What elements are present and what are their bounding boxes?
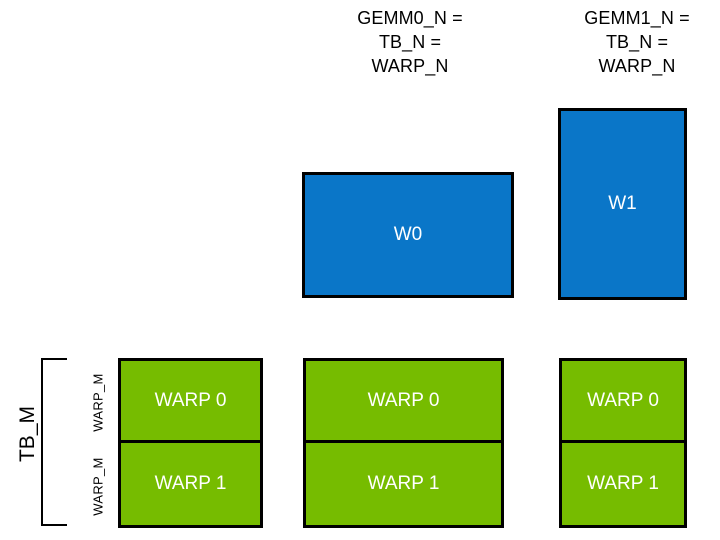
- green-column-0[interactable]: WARP 0 WARP 1: [118, 358, 263, 528]
- axis-label-warp-m-bottom: WARP_M: [90, 457, 106, 516]
- column-caption-gemm1: GEMM1_N = TB_N = WARP_N: [584, 8, 690, 76]
- blue-tile-w0-label: W0: [393, 224, 423, 245]
- green-column-2[interactable]: WARP 0 WARP 1: [559, 358, 687, 528]
- blue-tile-w0[interactable]: W0: [302, 172, 514, 298]
- green-cell-label: WARP 0: [367, 389, 440, 411]
- column-caption-gemm0: GEMM0_N = TB_N = WARP_N: [357, 8, 463, 76]
- green-cell-warp0-col1[interactable]: WARP 0: [306, 361, 501, 443]
- green-cell-label: WARP 0: [587, 389, 659, 411]
- axis-label-warp-m-top: WARP_M: [90, 373, 106, 432]
- axis-label-tb-m: TB_M: [16, 406, 39, 463]
- green-cell-label: WARP 1: [587, 473, 659, 494]
- green-cell-label: WARP 1: [154, 473, 227, 494]
- blue-tile-w1-label: W1: [608, 193, 637, 214]
- green-cell-warp1-col0[interactable]: WARP 1: [121, 443, 260, 525]
- green-cell-warp1-col2[interactable]: WARP 1: [562, 443, 684, 525]
- green-cell-warp0-col0[interactable]: WARP 0: [121, 361, 260, 443]
- green-cell-label: WARP 1: [367, 473, 440, 494]
- blue-tile-w1[interactable]: W1: [558, 108, 687, 300]
- green-cell-label: WARP 0: [154, 389, 227, 411]
- green-cell-warp0-col2[interactable]: WARP 0: [562, 361, 684, 443]
- green-cell-warp1-col1[interactable]: WARP 1: [306, 443, 501, 525]
- green-column-1[interactable]: WARP 0 WARP 1: [303, 358, 504, 528]
- tb-m-bracket: [41, 358, 67, 526]
